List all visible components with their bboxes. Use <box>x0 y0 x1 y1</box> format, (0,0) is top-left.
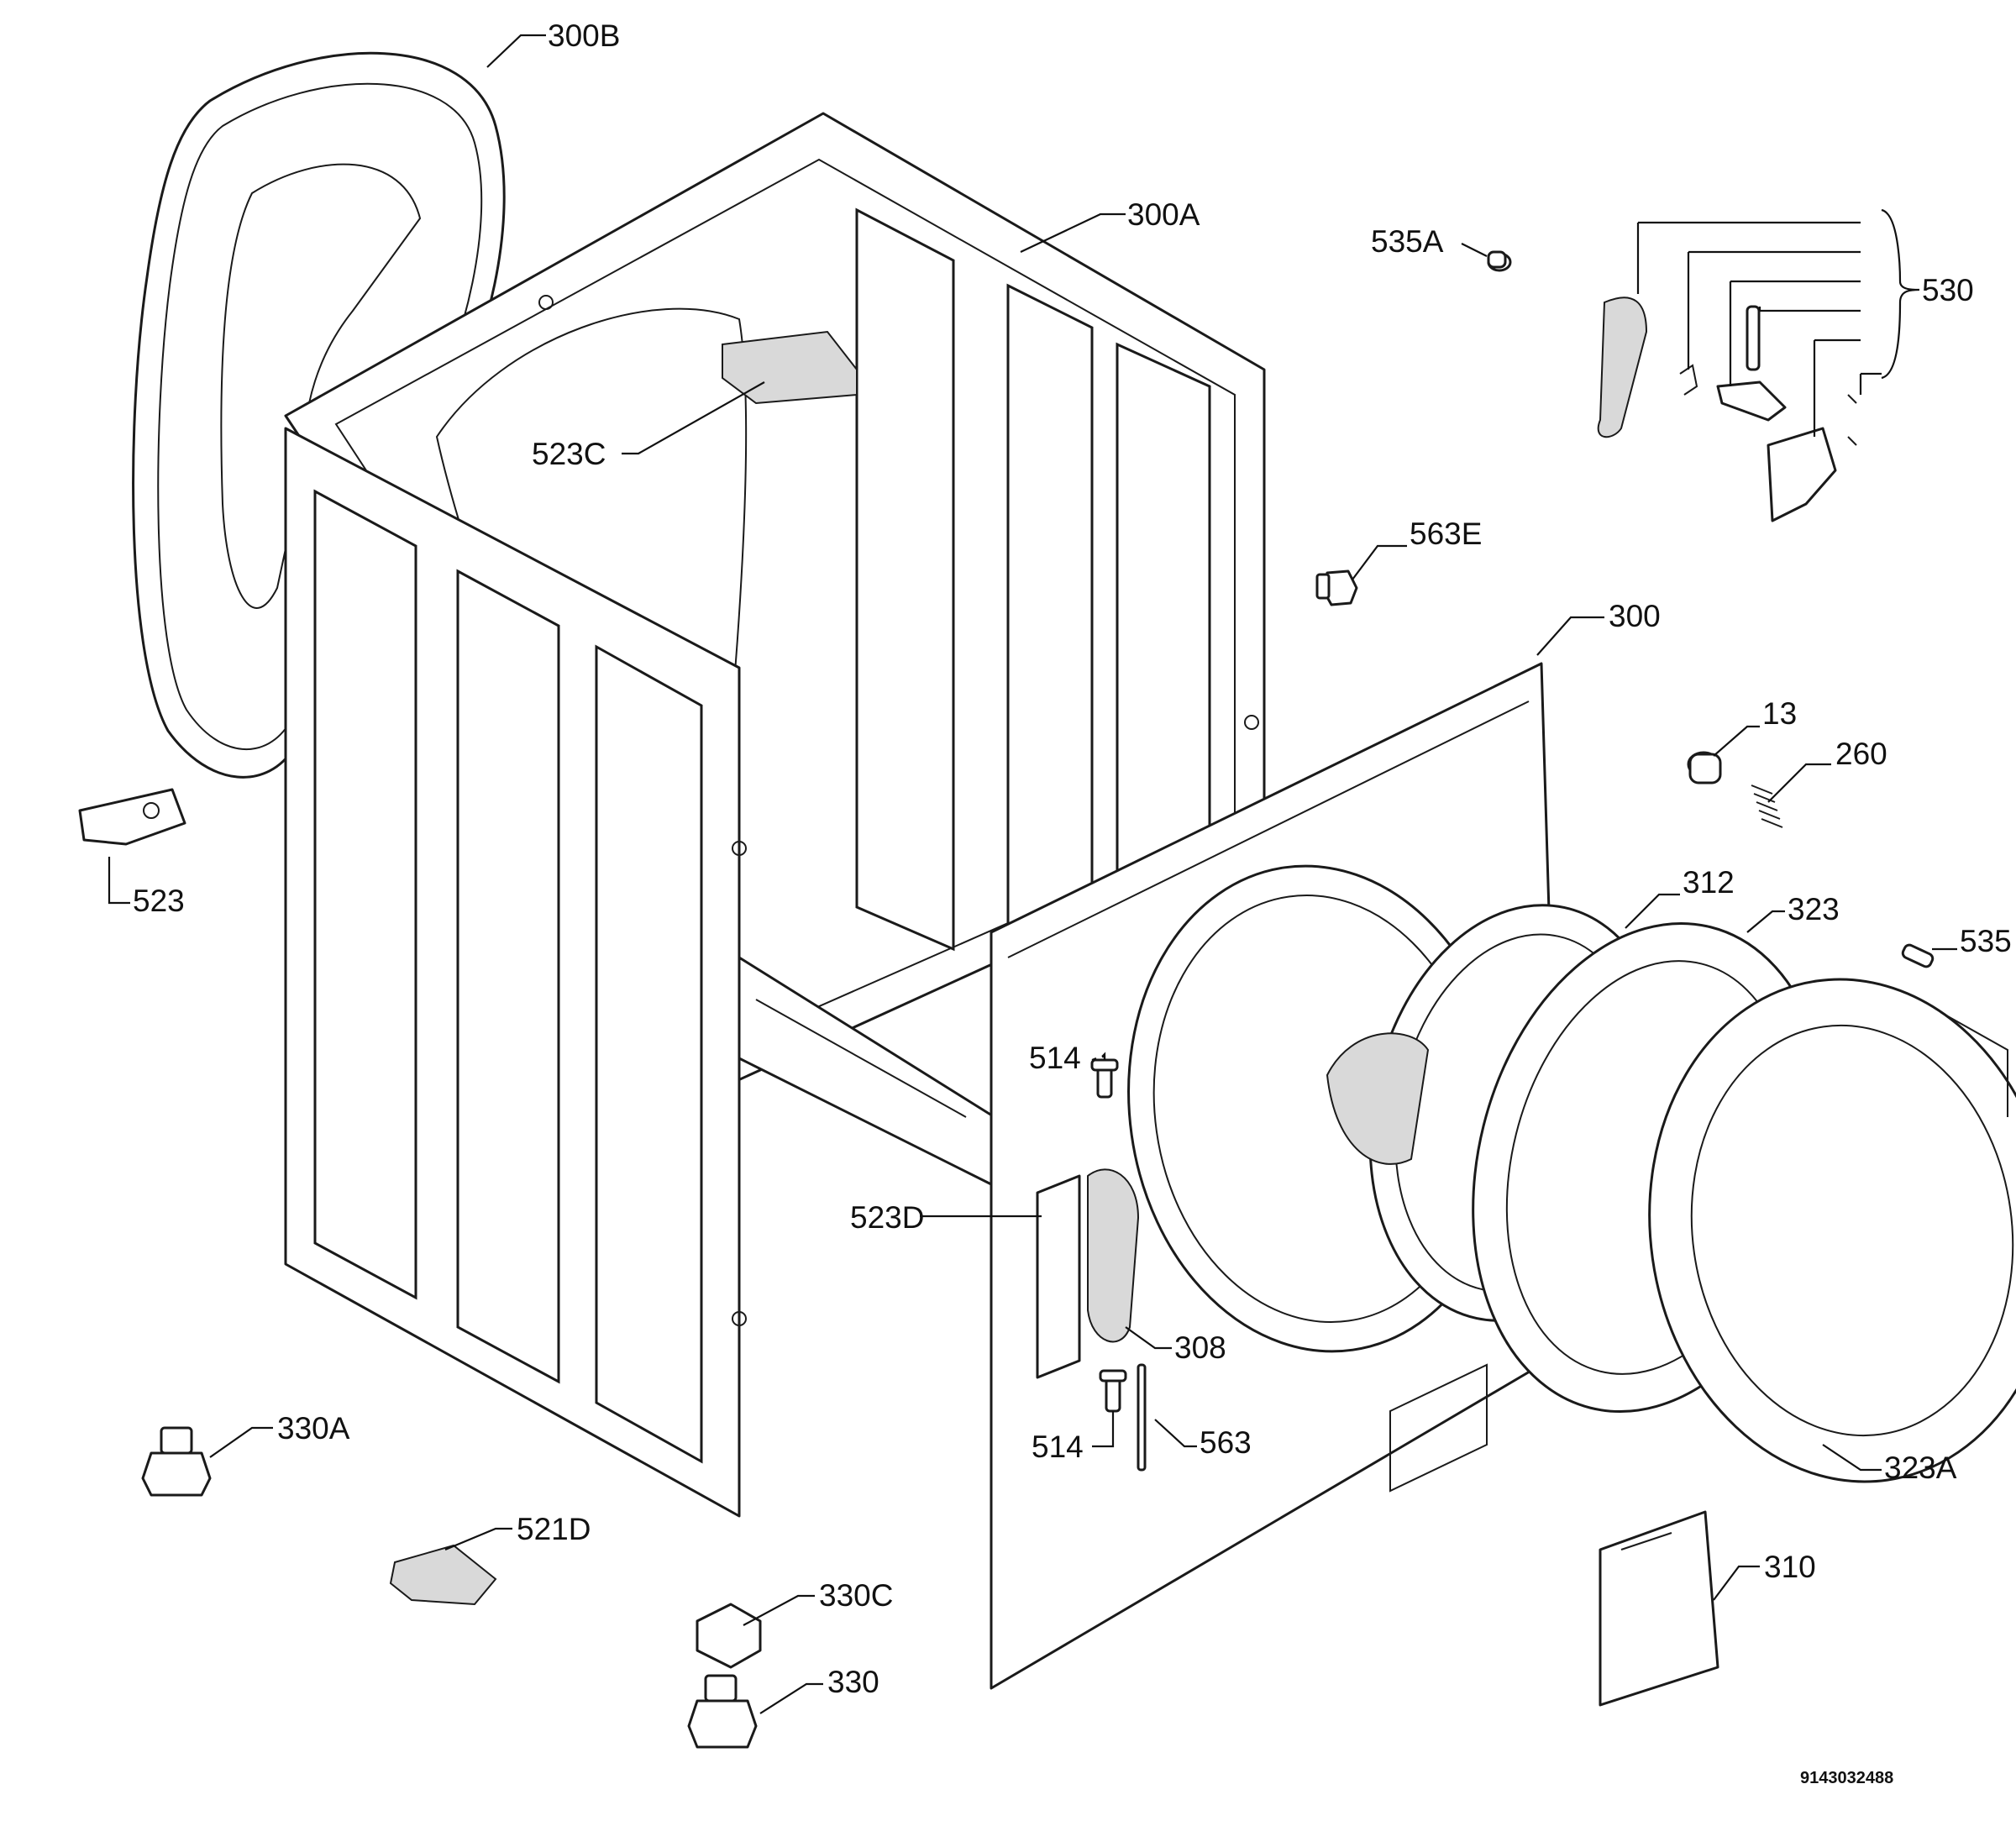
part-563E-bulb <box>1315 569 1358 606</box>
part-514-top-pin <box>1090 1058 1119 1099</box>
callout-300B: 300B <box>548 18 620 53</box>
part-13-sleeve <box>1687 751 1722 784</box>
part-523-clip <box>78 788 186 846</box>
callout-514-bottom: 514 <box>1032 1430 1084 1464</box>
part-563-rod <box>1137 1363 1147 1472</box>
callout-323: 323 <box>1788 892 1840 926</box>
callout-535: 535 <box>1960 924 2012 958</box>
callout-535A: 535A <box>1371 224 1444 259</box>
part-535-pin <box>1901 943 1935 968</box>
part-330-foot <box>687 1674 758 1749</box>
callout-308: 308 <box>1174 1330 1226 1365</box>
part-260-spring <box>1751 784 1783 828</box>
callout-260: 260 <box>1835 737 1887 771</box>
part-535A-bushing <box>1487 250 1512 272</box>
part-521D-bracket <box>389 1544 497 1606</box>
callout-323A: 323A <box>1884 1451 1957 1485</box>
document-number: 9143032488 <box>1800 1769 1893 1787</box>
callout-563: 563 <box>1200 1425 1252 1460</box>
callout-530: 530 <box>1922 273 1974 307</box>
callout-labels: 300B 300A 535A 530 523C 563E 300 13 260 … <box>133 18 2012 1699</box>
part-310-flap <box>1599 1510 1719 1707</box>
callout-330: 330 <box>827 1665 879 1699</box>
callout-523C: 523C <box>532 437 606 471</box>
callout-300A: 300A <box>1127 197 1200 232</box>
callout-523: 523 <box>133 884 185 918</box>
part-530-handle-kit <box>1597 296 1857 522</box>
part-330A-foot <box>141 1426 212 1497</box>
callout-13: 13 <box>1762 696 1797 731</box>
part-523D-door-lock <box>1036 1174 1081 1379</box>
part-323A-outer-door <box>1648 978 2016 1483</box>
callout-310: 310 <box>1764 1550 1816 1584</box>
part-308-hinge <box>1087 1168 1140 1343</box>
callout-521D: 521D <box>517 1512 591 1546</box>
callout-563E: 563E <box>1410 517 1482 551</box>
callout-312: 312 <box>1683 865 1735 900</box>
callout-300: 300 <box>1609 599 1661 633</box>
callout-514-top: 514 <box>1029 1041 1081 1075</box>
part-300A-cabinet <box>284 112 1266 1518</box>
callout-523D: 523D <box>850 1200 924 1235</box>
part-330C-nut <box>696 1603 762 1669</box>
leader-lines <box>108 34 1957 1714</box>
callout-330A: 330A <box>277 1411 350 1446</box>
callout-330C: 330C <box>819 1578 893 1613</box>
